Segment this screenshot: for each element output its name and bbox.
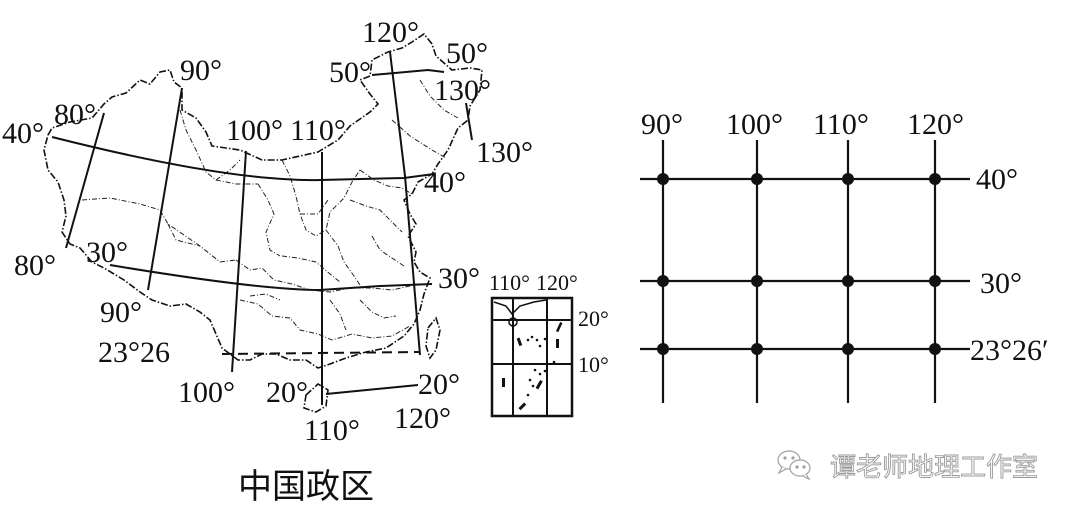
inset-label-lat-20: 20° [578,306,609,331]
label-tropic: 23°26 [98,336,170,369]
grid-label-lon-90: 90° [641,108,683,141]
label-lon-110-bottom: 110° [304,414,360,447]
inset-islands [502,322,563,411]
label-lat-20-left: 20° [266,376,308,409]
map-coordinate-labels: 120° 50° 50° 130° 90° 80° 40° 100° 110° … [2,16,533,447]
label-lon-120-top: 120° [362,16,419,49]
watermark-text: 谭老师地理工作室 [830,453,1038,483]
label-lon-120-bottom: 120° [394,402,451,435]
label-lat-30-left: 30° [86,236,128,269]
inset-frame [490,296,574,418]
graticule-lines [51,51,473,405]
meridian-80 [65,112,105,249]
grid-label-lon-110: 110° [813,108,869,141]
label-lat-40-left: 40° [2,117,44,150]
wechat-icon [777,450,811,481]
label-lon-130-right: 130° [476,136,533,169]
label-lon-90-bottom: 90° [100,296,142,329]
inset-label-lon-110: 110° [489,270,530,295]
label-lon-130-top: 130° [434,74,491,107]
label-lat-20-right: 20° [418,368,460,401]
grid-label-lon-120: 120° [907,108,964,141]
parallel-20 [325,384,419,395]
watermark: 谭老师地理工作室 [777,450,1038,483]
label-lon-100-bottom: 100° [178,376,235,409]
china-map: 120° 50° 50° 130° 90° 80° 40° 100° 110° … [2,16,533,507]
grid-label-lat-30: 30° [980,267,1022,300]
label-lon-80-top: 80° [54,98,96,131]
grid-intersection-dots [657,173,941,355]
label-lat-50-right: 50° [446,37,488,70]
label-lon-110-top: 110° [290,114,346,147]
label-lat-40-right: 40° [424,166,466,199]
meridian-100 [231,150,247,373]
label-lat-50-left: 50° [329,56,371,89]
grid-label-lat-40: 40° [976,163,1018,196]
meridian-130 [465,102,473,141]
taiwan-island [425,316,441,360]
meridian-120 [389,51,421,356]
map-title: 中国政区 [238,467,374,507]
label-lon-100-top: 100° [226,114,283,147]
grid-label-lon-100: 100° [726,108,783,141]
parallel-40 [51,136,435,182]
hainan-island [303,383,329,413]
inset-label-lat-10: 10° [578,352,609,377]
south-china-sea-inset: 110° 120° 20° 10° [489,270,609,418]
parallel-50 [371,68,445,76]
label-lat-30-right: 30° [438,262,480,295]
label-lon-80-bottom: 80° [14,249,56,282]
inset-label-lon-120: 120° [536,270,578,295]
label-lon-90-top: 90° [180,54,222,87]
meridian-90 [147,87,183,291]
grid-label-tropic: 23°26′ [970,334,1049,367]
lat-lon-grid-diagram: 90° 100° 110° 120° 40° 30° 23°26′ [640,108,1049,403]
